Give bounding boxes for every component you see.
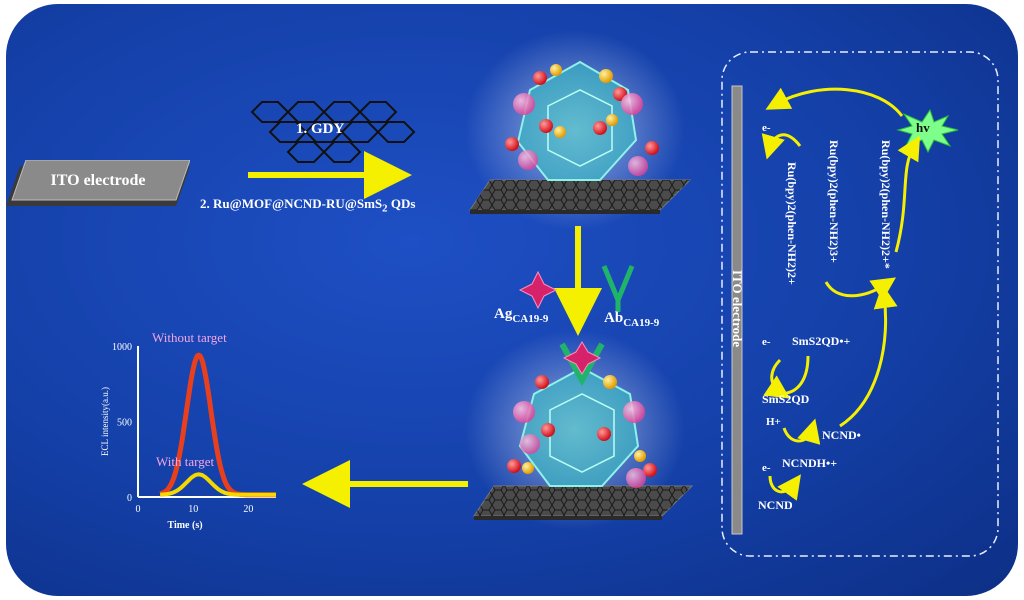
antibody-icon (601, 265, 635, 312)
series-label-without-target: Without target (152, 330, 227, 345)
ru-3plus-label: Ru(bpy)2(phen-NH2)3+ (827, 140, 841, 263)
ito-electrode-label: ITO electrode (50, 172, 146, 189)
antigen-label: AgCA19-9 (494, 306, 549, 325)
y-axis-label: ECL intensity(a.u.) (100, 387, 110, 456)
ru-2plus-label: Ru(bpy)2(phen-NH2)2+ (785, 162, 799, 285)
gdy-structure (250, 101, 416, 163)
ito-electrode-plate: ITO electrode (6, 159, 191, 206)
x-tick-label: 20 (243, 504, 253, 515)
ncndh-label: NCNDH•+ (782, 456, 838, 470)
series-label-with-target: With target (156, 454, 214, 469)
step2-label: 2. Ru@MOF@NCND-RU@SmS2 QDs (200, 196, 416, 215)
y-tick-label: 1000 (112, 342, 132, 353)
smsqd-label: SmS2QD (762, 392, 810, 406)
electron-label-3: e- (762, 462, 771, 474)
x-tick-label: 0 (136, 504, 141, 515)
h-plus-label: H+ (766, 416, 781, 428)
electron-label-1: e- (762, 122, 771, 134)
electron-label-2: e- (762, 336, 771, 348)
smsqd-radical-label: SmS2QD•+ (792, 334, 851, 348)
antigen-icon (518, 270, 558, 310)
mechanism-box (721, 51, 999, 557)
mechanism-electrode-bar (731, 85, 743, 535)
captured-antigen-icon (562, 341, 602, 375)
antibody-label: AbCA19-9 (604, 310, 660, 329)
ncnd-label: NCND (758, 498, 793, 512)
x-axis-label: Time (s) (167, 520, 202, 531)
x-tick-label: 10 (188, 504, 198, 515)
mechanism-electrode-label: ITO electrode (730, 270, 745, 348)
modified-electrode-top (465, 30, 692, 230)
ncnd-radical-label: NCND• (822, 428, 861, 442)
y-tick-label: 0 (127, 493, 132, 504)
modified-electrode-bottom (465, 330, 694, 530)
y-tick-label: 500 (117, 418, 132, 429)
series-line-with-target (159, 472, 277, 497)
step1-label: 1. GDY (296, 121, 345, 137)
series-line-without-target (159, 352, 278, 498)
ru-excited-label: Ru(bpy)2(phen-NH2)2+* (879, 140, 893, 269)
ito-plate-shape (6, 159, 191, 206)
hv-label: hv (916, 120, 930, 135)
